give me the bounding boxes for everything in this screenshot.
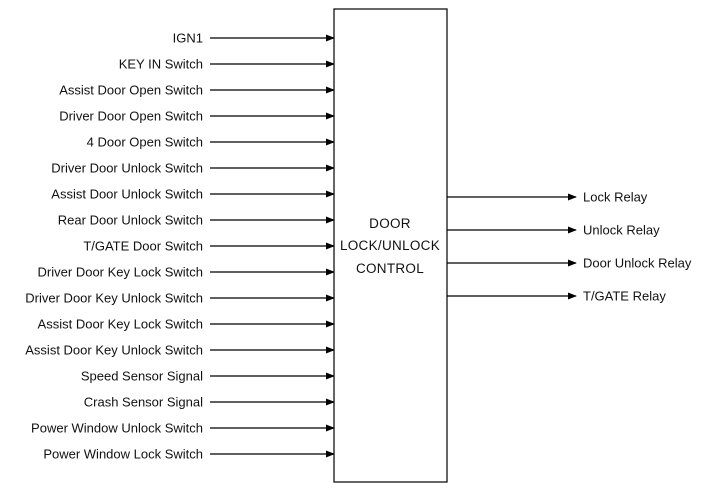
input-label: Rear Door Unlock Switch [58, 213, 203, 228]
output-label: Unlock Relay [583, 223, 660, 238]
input-label: 4 Door Open Switch [87, 135, 203, 150]
control-title-line-1: DOOR [369, 216, 411, 231]
input-label: Assist Door Open Switch [59, 83, 203, 98]
input-label: Crash Sensor Signal [84, 395, 203, 410]
input-label: Driver Door Unlock Switch [51, 161, 203, 176]
output-label: Lock Relay [583, 190, 648, 205]
output-label: Door Unlock Relay [583, 256, 692, 271]
input-label: Driver Door Open Switch [59, 109, 203, 124]
input-label: T/GATE Door Switch [83, 239, 203, 254]
input-label: KEY IN Switch [119, 57, 203, 72]
control-title-line-2: LOCK/UNLOCK [340, 238, 440, 253]
output-label: T/GATE Relay [583, 289, 666, 304]
input-label: Assist Door Unlock Switch [51, 187, 203, 202]
input-label: Power Window Unlock Switch [31, 421, 203, 436]
control-title-line-3: CONTROL [356, 261, 424, 276]
input-label: Driver Door Key Lock Switch [38, 265, 203, 280]
input-label: Assist Door Key Lock Switch [38, 317, 203, 332]
input-label: Speed Sensor Signal [81, 369, 203, 384]
control-unit-box [333, 8, 448, 483]
input-label: Assist Door Key Unlock Switch [25, 343, 203, 358]
input-label: IGN1 [173, 31, 203, 46]
input-label: Driver Door Key Unlock Switch [25, 291, 203, 306]
input-label: Power Window Lock Switch [43, 447, 203, 462]
